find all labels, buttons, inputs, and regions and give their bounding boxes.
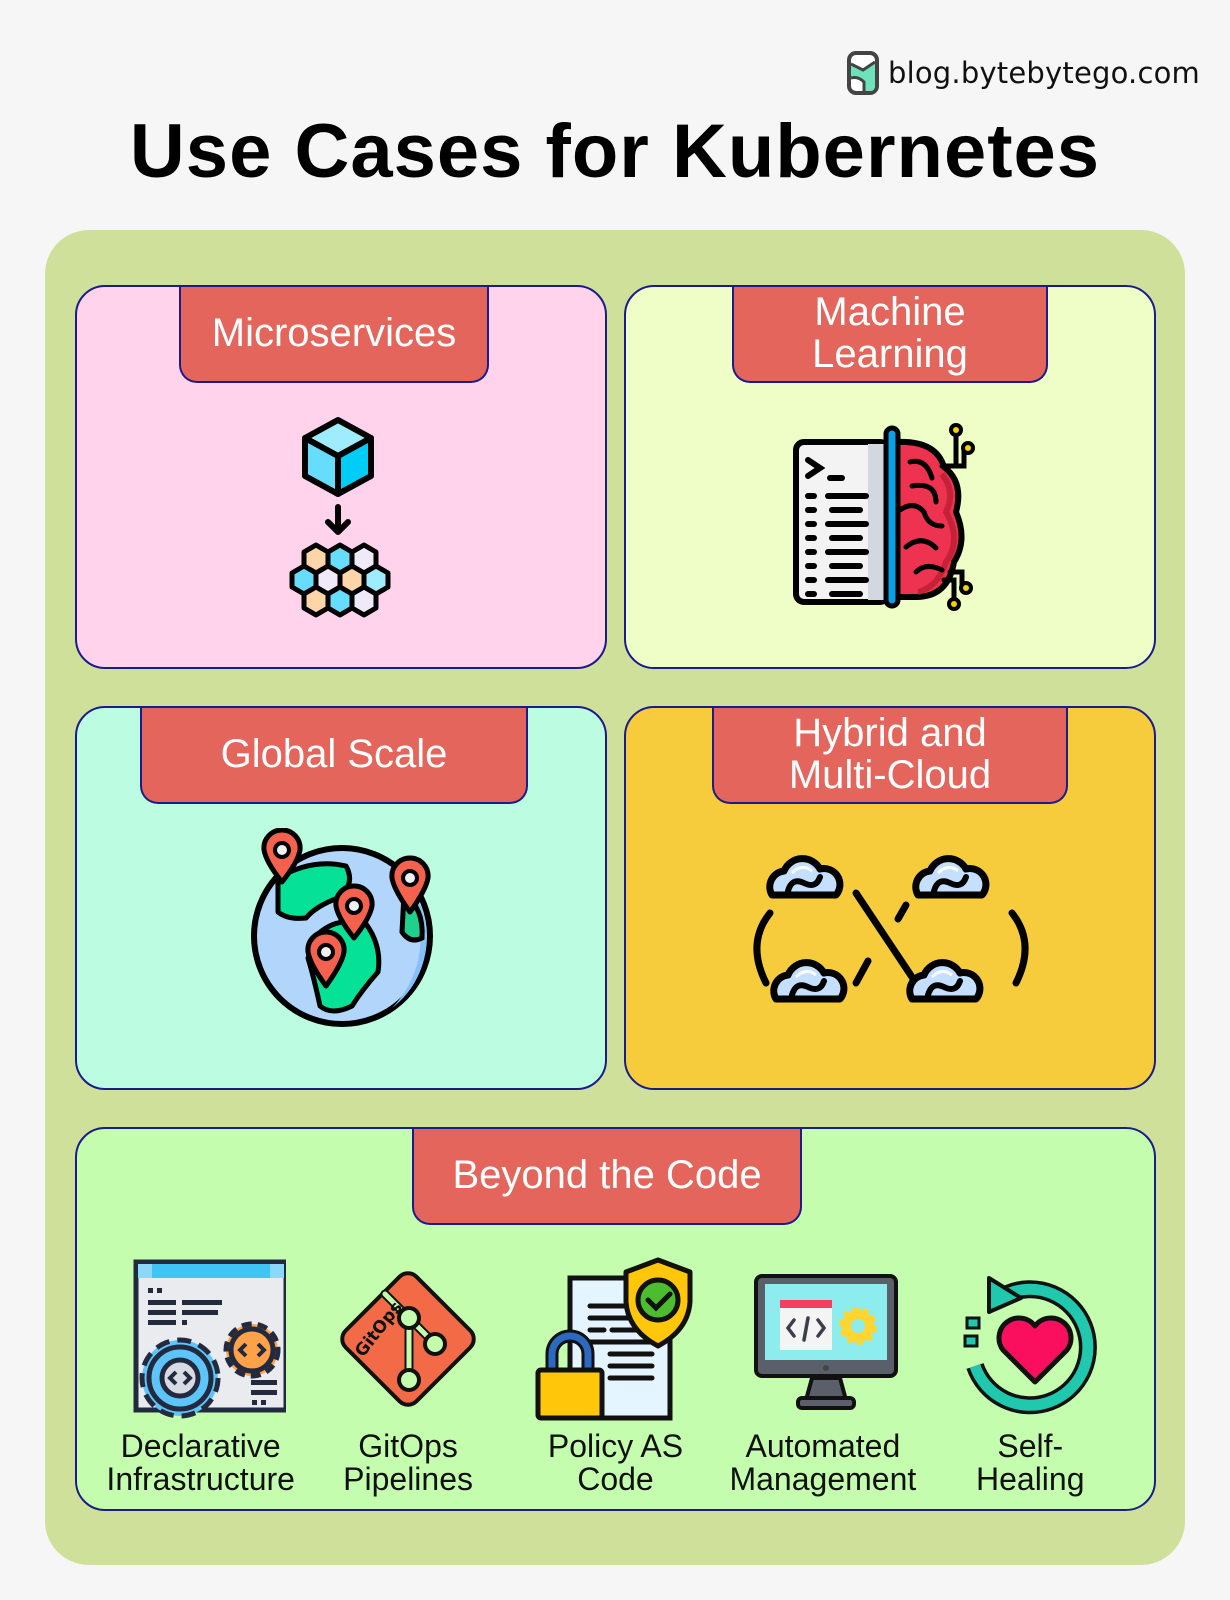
card-title-text: Hybrid and xyxy=(793,711,987,755)
gitops-icon: GitOps xyxy=(340,1271,476,1407)
card-microservices: Microservices xyxy=(75,285,607,669)
card-machine-learning: Machine Learning xyxy=(624,285,1156,669)
code-brain-icon xyxy=(793,423,975,611)
card-title-global-scale: Global Scale xyxy=(140,708,528,804)
brand: blog.bytebytego.com xyxy=(846,48,1200,98)
card-global-scale: Global Scale xyxy=(75,706,607,1090)
card-title-text: Machine xyxy=(814,290,966,334)
beyond-item-self-healing: Self-Healing xyxy=(930,1254,1130,1496)
heart-refresh-icon xyxy=(963,1276,1098,1415)
card-title-text: Multi-Cloud xyxy=(788,753,992,797)
card-title-text: Learning xyxy=(812,332,968,376)
gears-window-icon xyxy=(133,1259,286,1419)
document-shield-lock-icon xyxy=(535,1257,693,1421)
monitor-code-gear-icon xyxy=(753,1274,898,1410)
cube-to-hexagons-icon xyxy=(289,417,391,618)
card-title-text: Microservices xyxy=(211,311,457,355)
card-title-microservices: Microservices xyxy=(179,287,489,383)
card-title-beyond: Beyond the Code xyxy=(412,1129,802,1225)
card-title-hybrid: Hybrid and Multi-Cloud xyxy=(712,708,1068,804)
cloud-infinity-icon xyxy=(753,843,1029,1023)
brand-url[interactable]: blog.bytebytego.com xyxy=(888,56,1200,90)
bytebytego-logo-icon xyxy=(847,51,879,95)
card-beyond-the-code: Beyond the Code xyxy=(75,1127,1156,1511)
card-hybrid-multi-cloud: Hybrid and Multi-Cloud xyxy=(624,706,1156,1090)
card-title-text: Global Scale xyxy=(220,732,448,776)
card-title-machine-learning: Machine Learning xyxy=(732,287,1048,383)
page-title: Use Cases for Kubernetes xyxy=(129,109,1101,194)
card-title-text: Beyond the Code xyxy=(452,1153,762,1197)
beyond-item-label: Self-Healing xyxy=(975,1428,1085,1497)
globe-pins-icon xyxy=(251,828,433,1027)
